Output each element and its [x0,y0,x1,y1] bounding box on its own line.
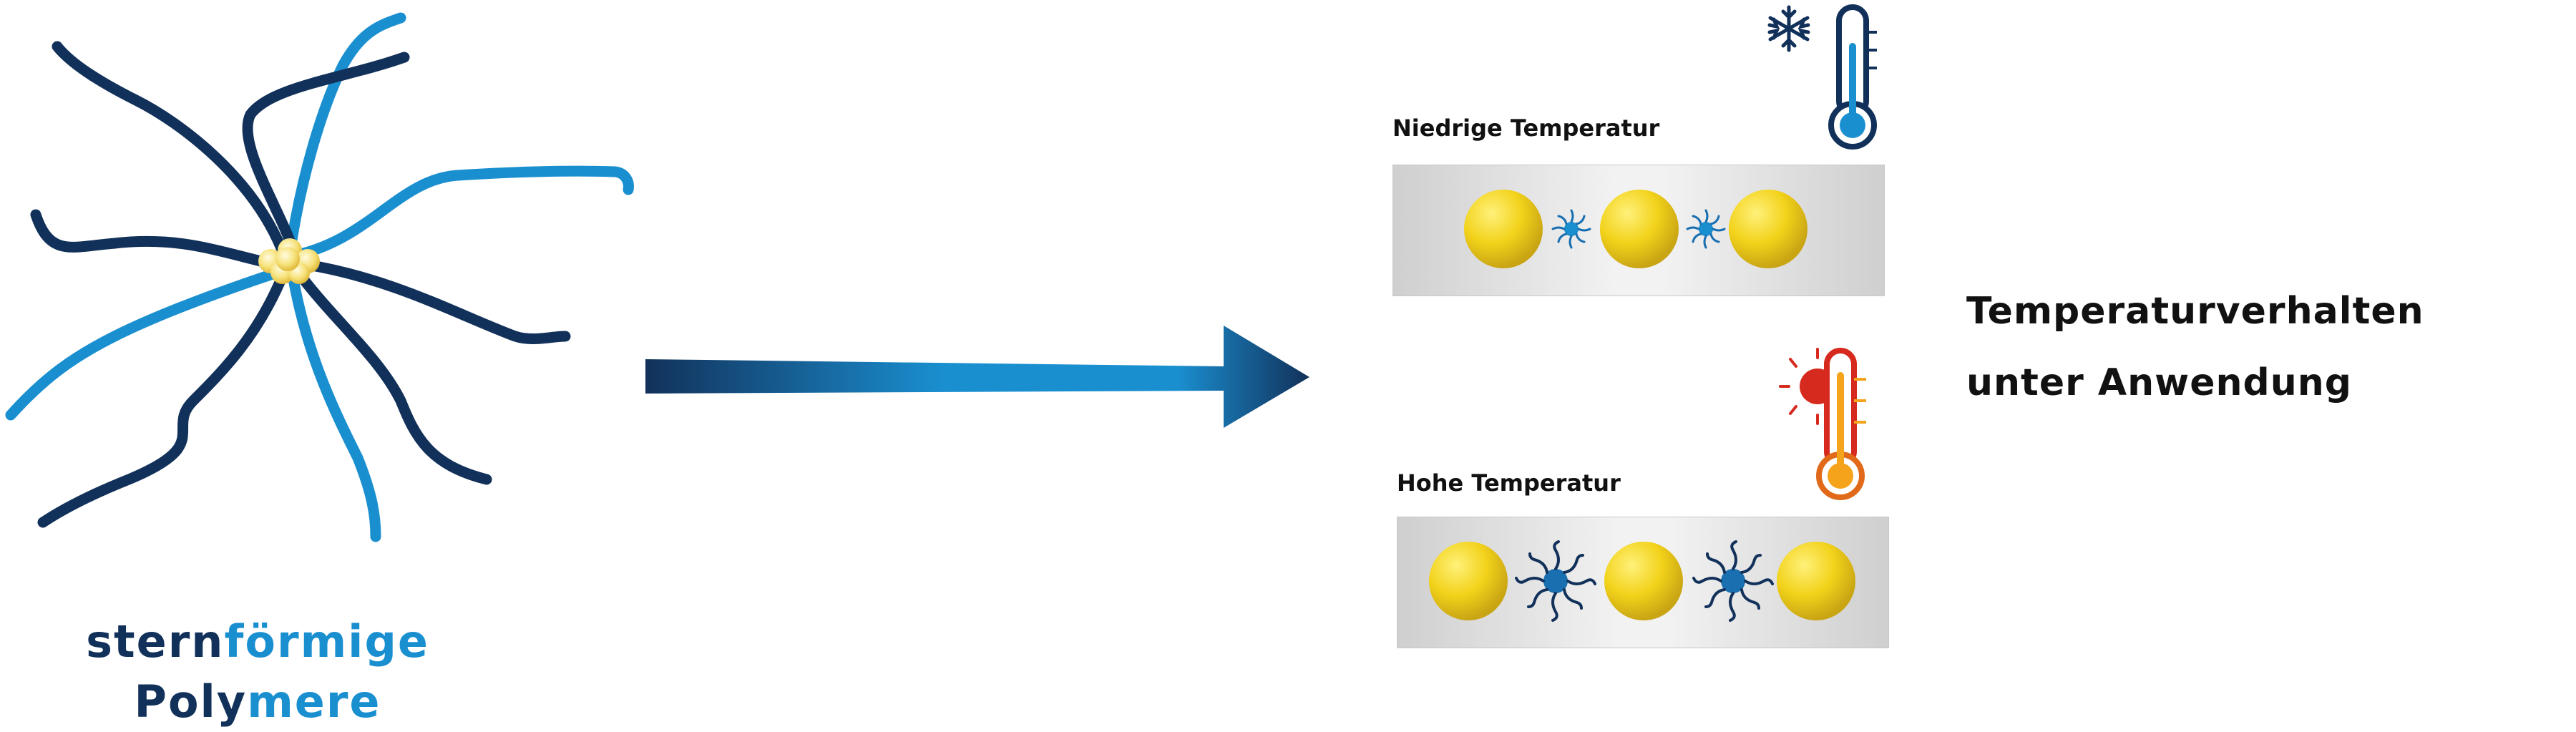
nanoparticle [1604,542,1683,620]
high-temperature-label: Hohe Temperatur [1397,469,1621,497]
snowflake-icon [1767,5,1810,52]
transition-arrow [645,326,1309,428]
nanoparticle [1600,190,1679,268]
nanoparticle [1729,190,1807,268]
cold-thermometer-icon [1767,4,1877,150]
expanded-polymer [1515,540,1596,622]
star-polymer-caption: sternförmige Polymere [29,612,487,732]
polymer-arm [295,270,492,485]
high-temperature-particles [1429,540,1855,622]
behavior-text-line-1: Temperaturverhalten [1966,290,2424,333]
polymer-arm [30,209,281,270]
behavior-text-line-2: unter Anwendung [1966,361,2352,404]
expanded-polymer [1692,540,1774,622]
polymer-arm [295,165,634,260]
polymer-arm [288,273,381,542]
nanoparticle [1429,542,1508,620]
behavior-text: Temperaturverhalten unter Anwendung [1966,275,2424,419]
star-polymer-illustration [5,12,634,542]
polymer-arm [37,270,288,528]
nanoparticle [1777,542,1855,620]
polymer-arm [5,266,285,421]
hot-thermometer-icon [1779,348,1866,500]
polymer-arm [284,12,406,260]
collapsed-polymer [1551,209,1591,249]
nanoparticle [1464,190,1543,268]
polymer-arm [52,41,292,267]
caption-line-1: sternförmige [86,615,429,668]
collapsed-polymer [1686,209,1726,249]
polymer-arm [242,52,410,256]
polymer-core [258,238,320,284]
low-temperature-label: Niedrige Temperatur [1392,114,1660,142]
low-temperature-particles [1464,190,1807,268]
caption-line-2: Polymere [134,675,381,728]
polymer-arm [302,259,571,345]
